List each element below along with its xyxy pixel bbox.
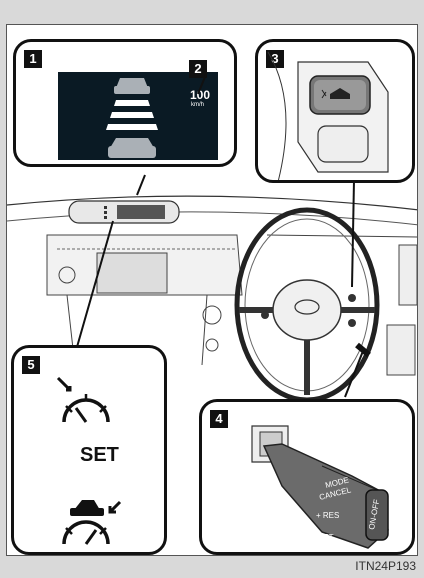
figure-code: ITN24P193 xyxy=(355,559,416,573)
distance-switch-drawing xyxy=(258,42,415,183)
lever-label-set: SET xyxy=(318,533,334,542)
radar-cruise-icon xyxy=(64,500,120,544)
callout-4: 4 MODE CANCEL + RES SET ON-OFF xyxy=(199,399,415,555)
cruise-lever-drawing: MODE CANCEL + RES SET ON-OFF xyxy=(202,402,415,555)
lever-label-res: + RES xyxy=(316,511,339,520)
set-indicator: SET xyxy=(80,444,119,467)
speed-unit: km/h xyxy=(191,102,204,108)
callout-number: 1 xyxy=(24,50,42,68)
set-speed: 100 xyxy=(190,88,210,102)
hud-display: 100 km/h xyxy=(58,72,218,160)
distance-bar xyxy=(114,100,150,106)
illustration-frame: 1 100 xyxy=(6,24,418,556)
callout-number-2: 2 xyxy=(189,60,207,78)
preceding-car-icon xyxy=(114,78,150,94)
distance-bar xyxy=(110,112,154,118)
callout-3: 3 xyxy=(255,39,415,183)
distance-bar xyxy=(106,124,158,130)
callout-1: 1 100 xyxy=(13,39,237,167)
center-display xyxy=(97,253,167,293)
own-car-icon xyxy=(108,138,156,158)
callout-5: 5 SET xyxy=(11,345,167,555)
cruise-control-icon xyxy=(58,378,108,422)
hud-screen xyxy=(117,205,165,219)
hud-graphic xyxy=(58,72,218,160)
